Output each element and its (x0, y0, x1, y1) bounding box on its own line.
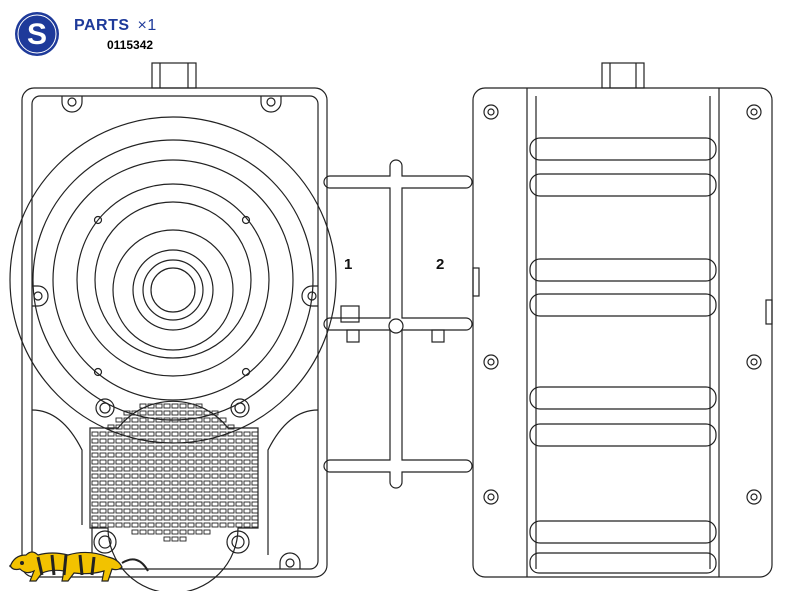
part-number: 0115342 (107, 38, 154, 52)
parts-quantity: ×1 (137, 17, 157, 34)
speaker-grille (91, 403, 259, 542)
tiger-logo-icon (9, 551, 149, 582)
svg-text:S: S (27, 18, 47, 51)
sprue-parts-tree (323, 159, 473, 489)
right-housing-part (472, 62, 773, 578)
callout-part-1: 1 (344, 256, 353, 273)
badge-s-icon: S (15, 12, 59, 56)
parts-label: PARTS (74, 17, 130, 34)
callout-part-2: 2 (436, 256, 445, 273)
parts-title: PARTS ×1 (74, 17, 157, 35)
left-housing-part (9, 62, 337, 591)
